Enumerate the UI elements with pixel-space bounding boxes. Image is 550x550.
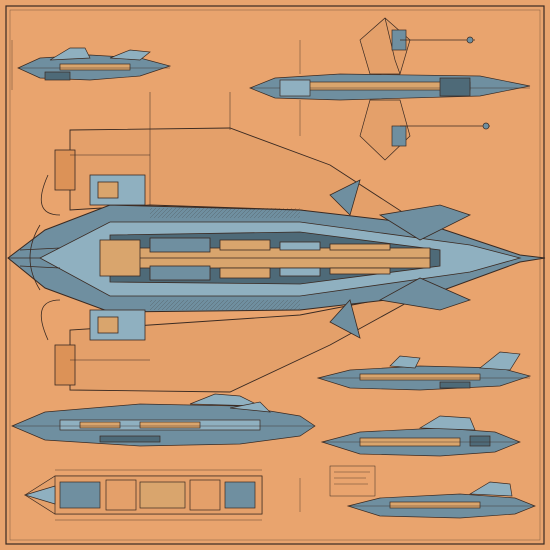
side-view-right-2 xyxy=(320,415,521,457)
sheet-inner-border xyxy=(9,9,541,541)
side-view-right-3 xyxy=(329,465,536,519)
side-view-right-1 xyxy=(316,351,532,391)
top-view-upper-right xyxy=(249,17,531,161)
main-top-view xyxy=(7,92,546,393)
sheet-border xyxy=(5,5,545,545)
small-side-view-top-left xyxy=(11,40,172,90)
cutaway-bottom-left xyxy=(23,469,301,521)
side-view-left xyxy=(11,393,316,447)
